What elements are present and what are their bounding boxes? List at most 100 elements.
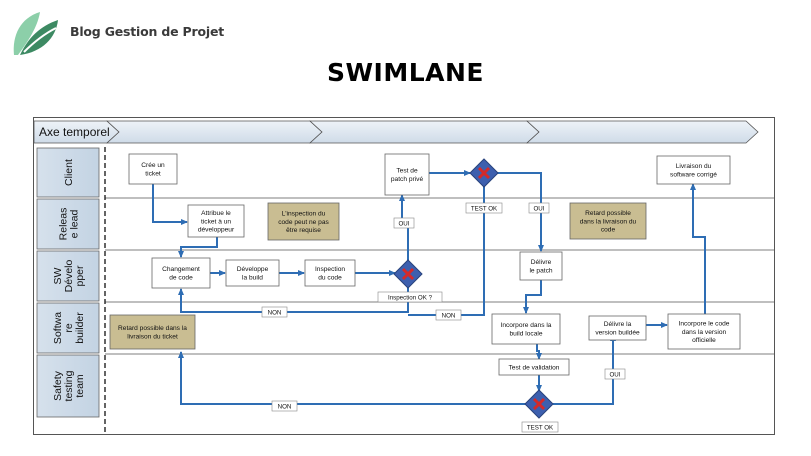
lane-dividers (105, 197, 774, 355)
process-box-text: Délivre la (604, 321, 632, 328)
process-box-text: de code (169, 275, 193, 282)
process-box-text: Incorpore le code (679, 320, 730, 327)
process-box-text: software corrigé (670, 172, 717, 179)
lane-label: testing (63, 370, 75, 401)
box-delivre-version (588, 315, 647, 341)
note-retard-release (569, 202, 647, 240)
box-incorpore-build (491, 313, 561, 345)
flow-label: NON (442, 313, 456, 320)
x-icon (532, 397, 546, 411)
note-text: dans la livraison du (580, 218, 637, 225)
tag-oui-2 (393, 217, 415, 229)
note-text: code peut ne pas (278, 219, 329, 226)
brand-logo (13, 12, 58, 55)
tag-inspection-ok (377, 291, 443, 303)
process-box-text: Attribue le (201, 210, 231, 217)
box-livraison (656, 155, 731, 185)
process-box-text: Incorpore dans la (501, 322, 552, 329)
box-incorpore-code (667, 313, 741, 350)
lane-label: Client (63, 159, 75, 186)
time-axis-chevron-4 (525, 120, 759, 144)
process-box-text: Délivre (531, 259, 552, 266)
process-box-text: développeur (198, 227, 235, 234)
lane-header-client (36, 147, 100, 198)
time-axis-chevron-2 (105, 120, 323, 144)
lane-label: Safety (52, 370, 64, 401)
page-title: SWIMLANE (326, 58, 485, 87)
process-box-text: Crée un (141, 162, 165, 169)
lane-label: builder (74, 312, 86, 344)
note-text: code (601, 227, 616, 234)
process-box-text: patch privé (391, 176, 424, 183)
arrow-ticket-to-attribue (152, 184, 188, 225)
decision-inspection (393, 259, 423, 289)
note-text: Retard possible (585, 210, 631, 217)
process-boxes (128, 153, 741, 376)
note-text: L'inspection du (282, 210, 326, 217)
box-test-patch (384, 153, 430, 196)
process-box-text: Développe (237, 266, 269, 273)
arrow-test-ok-to-delivre (497, 172, 544, 252)
box-test-validation (498, 358, 570, 376)
tag-oui-1 (528, 202, 550, 214)
box-inspection-code (304, 259, 356, 287)
lane-headers (36, 147, 100, 418)
lane-header-sw-developer (36, 250, 100, 302)
process-box-text: Inspection (315, 266, 345, 273)
lane-label: pper (74, 265, 86, 287)
process-box-text: Test de (396, 168, 418, 175)
process-box-text: ticket (145, 171, 161, 178)
decision-validation (524, 389, 554, 419)
process-box-text: le patch (529, 268, 552, 275)
arrow-incorpore-to-validation (536, 344, 542, 360)
logo-leaf-light (13, 12, 40, 55)
note-text: Retard possible dans la (118, 325, 187, 332)
tag-non-2 (435, 309, 462, 321)
process-box-text: version buildée (595, 330, 640, 337)
flow-label: OUI (533, 206, 544, 213)
process-box-text: ticket à un (201, 218, 231, 225)
lane-header-software-builder (36, 302, 100, 354)
time-axis-label: Axe temporel (39, 125, 110, 139)
flow-label: NON (278, 404, 292, 411)
process-box-text: Test de validation (509, 364, 560, 371)
arrow-validation-non-loop (178, 351, 527, 405)
flow-label: OUI (609, 372, 620, 379)
tag-non-3 (271, 400, 298, 412)
flow-label-tags (261, 202, 626, 433)
arrow-validation-ok-to-version (553, 334, 616, 405)
time-axis-chevron-3 (308, 120, 540, 144)
note-text: livraison du ticket (127, 334, 178, 341)
tag-non-1 (261, 306, 288, 318)
note-inspection (267, 202, 340, 241)
process-box-text: officielle (692, 337, 716, 344)
brand-name: Blog Gestion de Projet (70, 24, 225, 39)
tag-oui-3 (604, 368, 626, 380)
box-cree-ticket (128, 153, 178, 185)
lane-header-safety-testing (36, 354, 100, 418)
process-box-text: Changement (162, 266, 200, 273)
process-box-text: Livraison du (676, 163, 712, 170)
box-changement-code (151, 257, 211, 289)
box-attribue-ticket (187, 204, 245, 238)
box-developpe-build (225, 259, 280, 287)
process-box-text: dans la version (682, 329, 727, 336)
decision-test-patch (469, 158, 499, 188)
note-text: être requise (286, 227, 321, 234)
process-box-text: du code (318, 275, 342, 282)
x-icon (477, 166, 491, 180)
flow-label: Inspection OK ? (388, 295, 433, 302)
logo-swoosh (23, 27, 57, 53)
flow-label: TEST OK (471, 206, 498, 213)
lane-label: e lead (69, 210, 81, 239)
arrow-attribue-to-changement (178, 237, 218, 258)
arrow-incorpore-code-to-livraison (690, 183, 706, 317)
box-delivre-patch (519, 251, 563, 281)
x-icon (401, 267, 415, 281)
process-box-text: la build (242, 275, 263, 282)
time-axis: Axe temporel (33, 120, 759, 144)
arrow-delivre-to-incorpore (523, 280, 542, 314)
flow-label: NON (268, 310, 282, 317)
